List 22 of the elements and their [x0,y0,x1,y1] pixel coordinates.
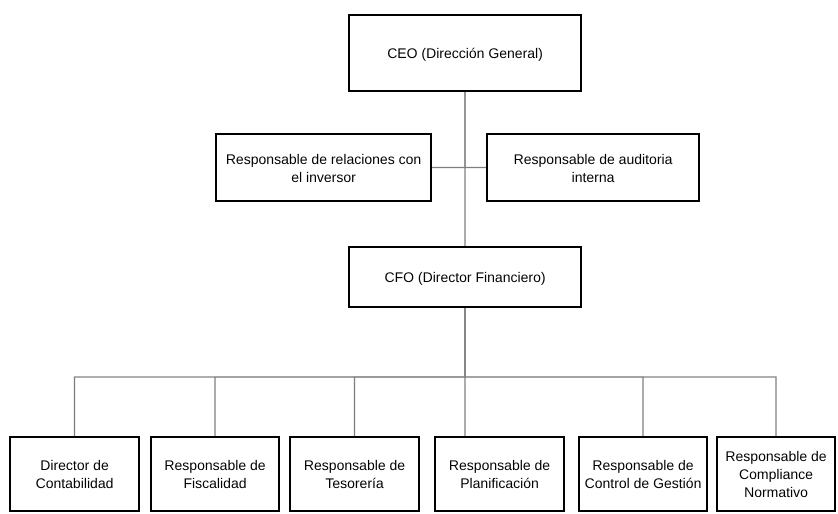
role-box [9,436,140,512]
role-box [289,436,420,512]
role-box [578,436,708,512]
role-box [348,246,582,308]
role-title: Responsable de Control de Gestión [584,456,702,492]
role-title: CFO (Director Financiero) [384,268,546,286]
role-title: Responsable de relaciones con el inversor [224,150,422,186]
role-title: Responsable de Fiscalidad [163,456,267,492]
connector-line [464,308,777,436]
role-title: Responsable de auditoria interna [512,150,674,186]
connector-line [464,92,466,246]
role-box [215,133,432,202]
role-box [486,133,700,202]
role-box [348,14,582,92]
role-title: Responsable de Planificación [448,456,552,492]
role-box [434,436,565,512]
role-title: Responsable de Tesorería [302,456,406,492]
role-box [150,436,280,512]
role-box [716,436,836,512]
role-title: Director de Contabilidad [34,456,114,492]
role-title: Responsable de Compliance Normativo [724,447,828,501]
role-title: CEO (Dirección General) [387,44,543,62]
